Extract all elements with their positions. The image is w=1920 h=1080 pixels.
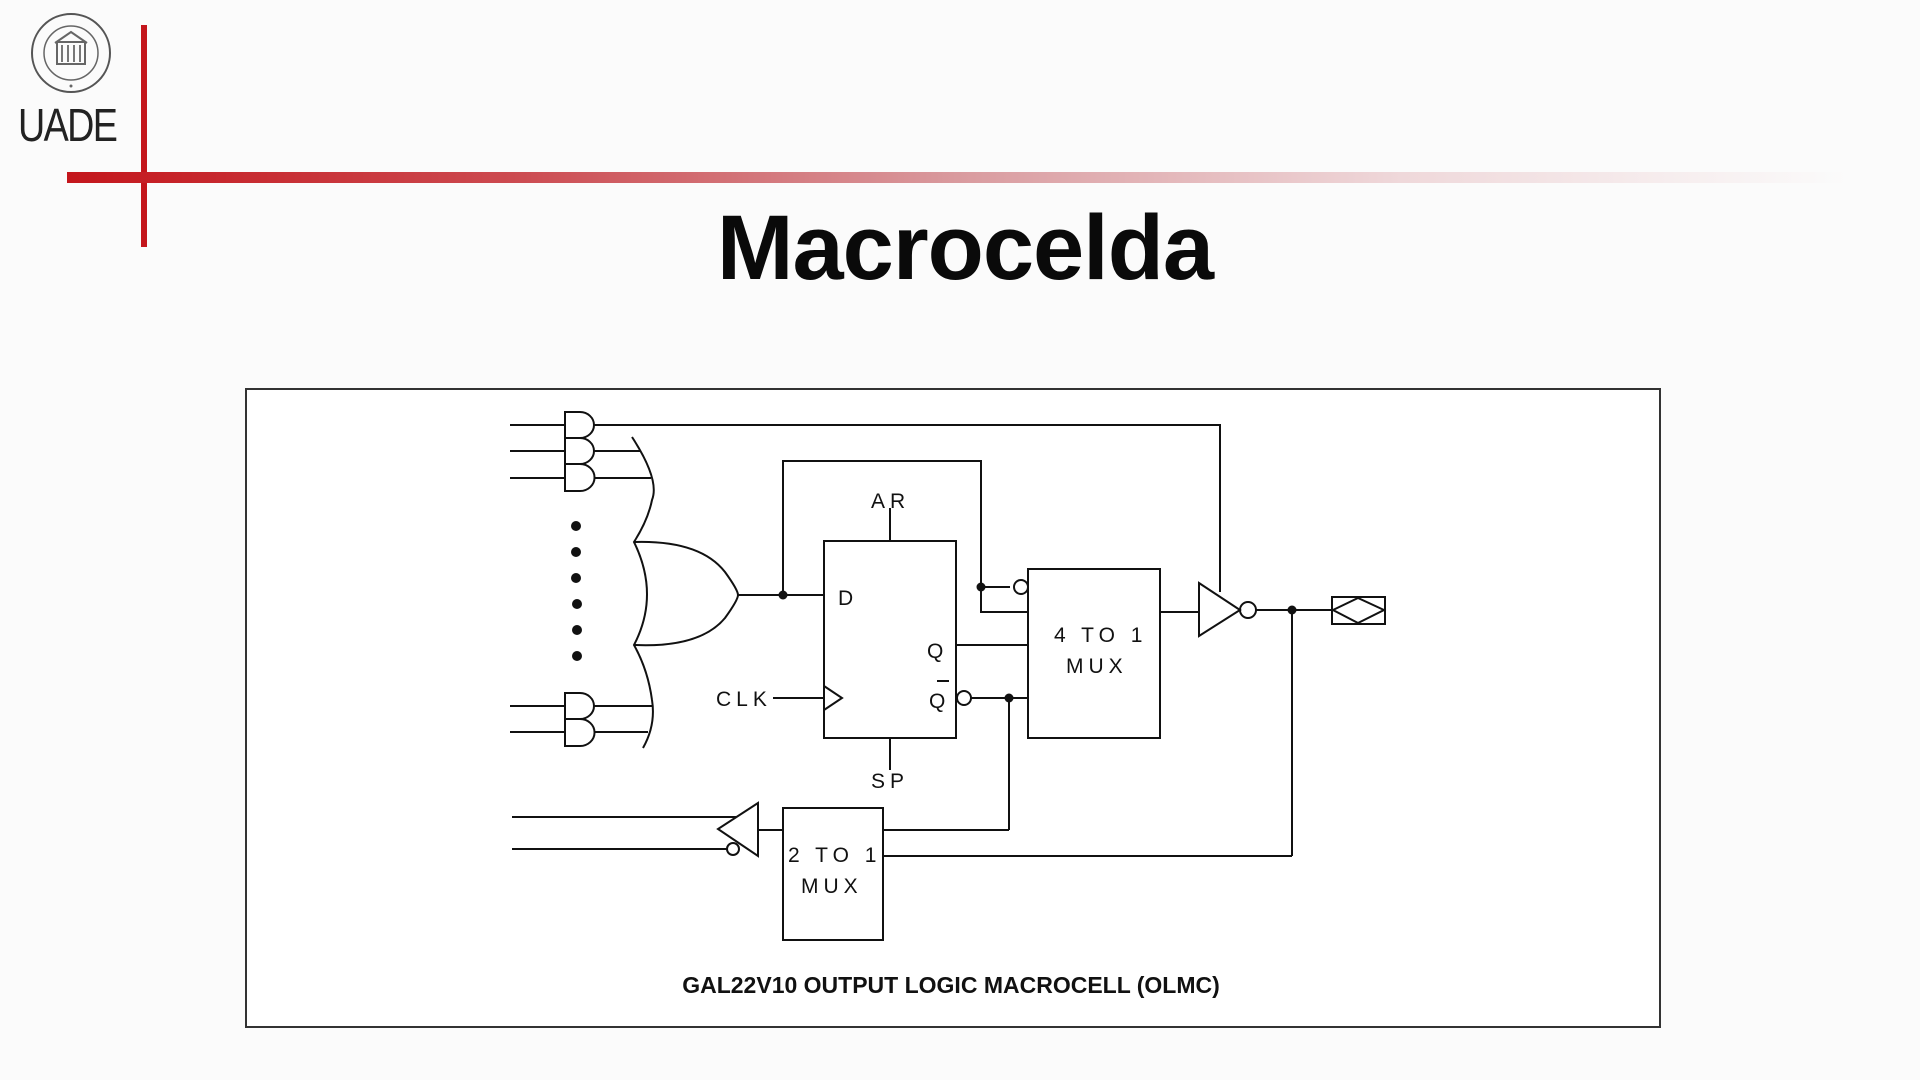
label-mux2-line1: 2 TO 1 [788, 844, 881, 867]
junction-dot [778, 590, 788, 600]
horizontal-accent-bar [67, 172, 1847, 183]
junction-dot [1287, 605, 1297, 615]
mux-2-to-1 [782, 807, 884, 941]
and-gate-icon [564, 437, 595, 465]
label-clk: CLK [716, 688, 772, 711]
slide-title: Macrocelda [716, 197, 1214, 299]
label-sp: SP [871, 770, 909, 793]
label-q: Q [927, 640, 948, 663]
and-gate-icon [564, 692, 595, 720]
clock-edge-icon [823, 685, 844, 711]
inversion-bubble [726, 842, 740, 856]
university-seal-icon [31, 13, 111, 93]
or-gate-icon [631, 436, 655, 749]
diagram-frame [245, 388, 1661, 1028]
label-mux2-line2: MUX [801, 875, 863, 898]
ellipsis-dot [571, 521, 581, 531]
junction-dot [1004, 693, 1014, 703]
inversion-bubble [1013, 579, 1029, 595]
label-ar: AR [871, 490, 910, 513]
and-gate-icon [564, 718, 596, 747]
mux-4-to-1 [1027, 568, 1161, 739]
enable-wire [594, 424, 1221, 592]
feedback-buffer-icon [716, 801, 759, 858]
output-pin-icon [1331, 596, 1386, 625]
label-d: D [838, 587, 858, 610]
label-qbar: Q [929, 690, 950, 713]
ellipsis-dot [571, 547, 581, 557]
logo-text: UADE [18, 99, 118, 151]
vertical-accent-bar [141, 25, 147, 247]
inversion-bubble [1239, 601, 1257, 619]
junction-dot [976, 582, 986, 592]
and-gate-icon [564, 463, 596, 492]
diagram-caption: GAL22V10 OUTPUT LOGIC MACROCELL (OLMC) [682, 972, 1220, 998]
and-gate-icon [564, 411, 595, 439]
output-buffer-icon [1198, 581, 1242, 638]
ellipsis-dot [572, 651, 582, 661]
label-mux4-line2: MUX [1066, 655, 1128, 678]
ellipsis-dot [571, 573, 581, 583]
inversion-bubble [956, 690, 972, 706]
ellipsis-dot [572, 625, 582, 635]
label-mux4-line1: 4 TO 1 [1054, 624, 1147, 647]
ellipsis-dot [572, 599, 582, 609]
